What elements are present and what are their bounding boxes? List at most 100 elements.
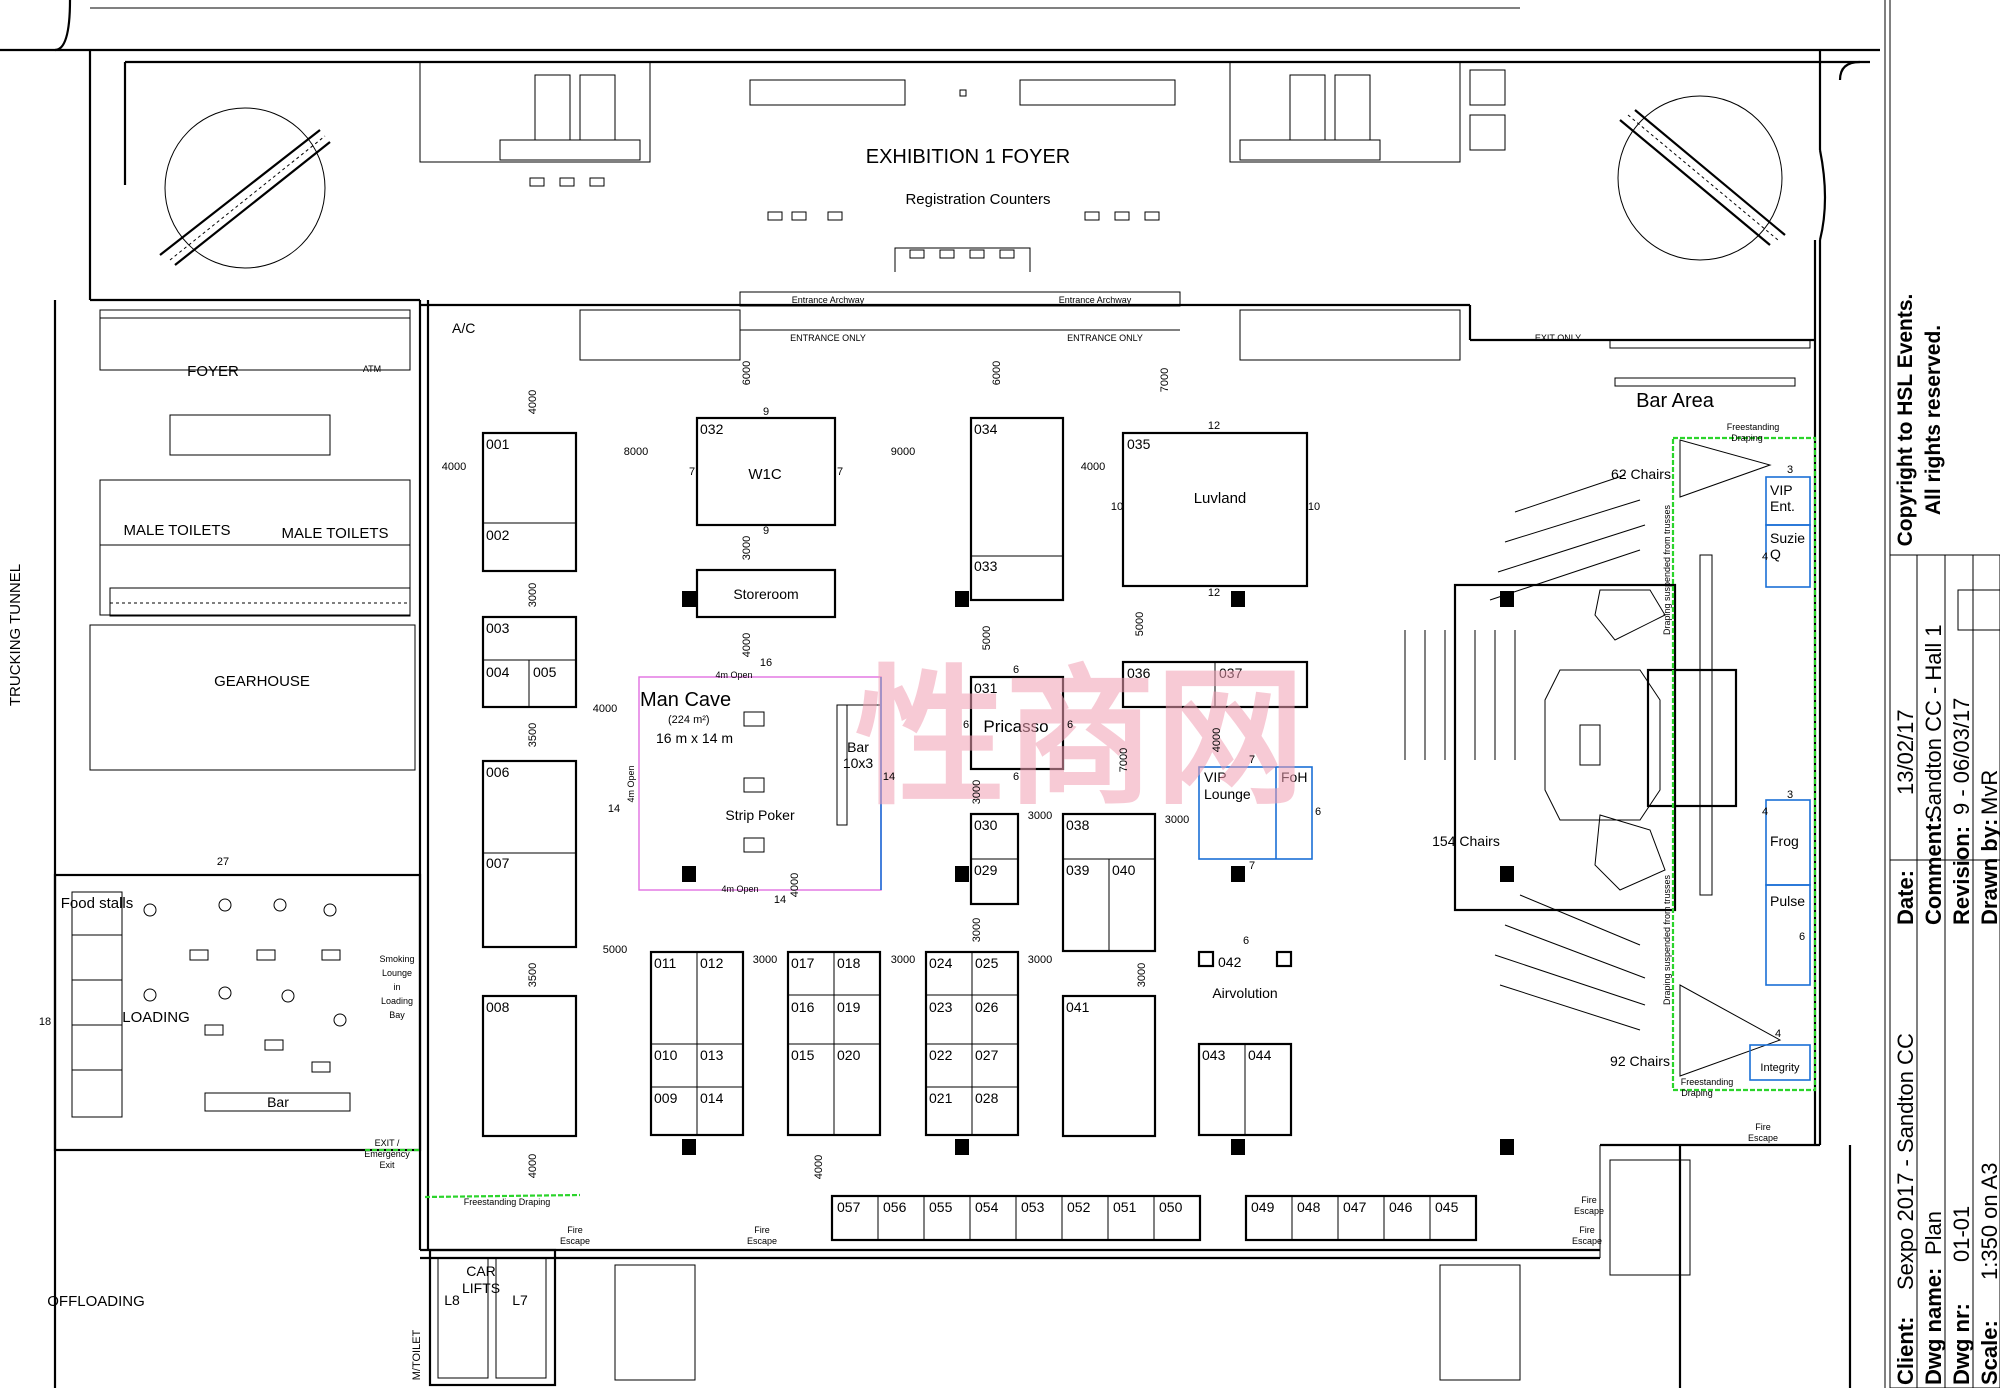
- man-cave: [638, 676, 882, 891]
- man-cave-bar-size: 10x3: [843, 755, 874, 771]
- booth-040-label: 040: [1112, 862, 1136, 878]
- booth-044-label: 044: [1248, 1047, 1272, 1063]
- registration-counters: [529, 177, 1181, 307]
- svg-text:4000: 4000: [789, 873, 801, 897]
- svg-text:7: 7: [1249, 754, 1255, 766]
- svg-text:Loading: Loading: [381, 996, 413, 1006]
- top-service-block-left: [419, 61, 651, 163]
- svg-text:6000: 6000: [741, 361, 753, 385]
- booth-002-label: 002: [486, 527, 510, 543]
- suzie-q-label-1: Suzie: [1770, 530, 1805, 546]
- svg-text:Escape: Escape: [1748, 1133, 1778, 1143]
- booth-031-label: 031: [974, 680, 998, 696]
- svg-text:6: 6: [1243, 935, 1249, 947]
- loading-area: [53, 873, 422, 1152]
- date-label: Date:: [1893, 870, 1918, 925]
- stage-area: [1453, 554, 1738, 912]
- building-outline: [0, 0, 1880, 1388]
- svg-text:16: 16: [760, 657, 772, 669]
- booth-050-label: 050: [1159, 1199, 1183, 1215]
- entrance-strip: [579, 309, 1461, 361]
- dim-loading-width: 27: [217, 856, 229, 868]
- car-lifts: [428, 1248, 557, 1387]
- svg-text:4000: 4000: [741, 633, 753, 657]
- chairs-62-label: 62 Chairs: [1611, 466, 1671, 482]
- svg-text:10: 10: [1308, 501, 1320, 513]
- svg-text:4: 4: [1762, 806, 1768, 818]
- booth-036-label: 036: [1127, 665, 1151, 681]
- booth-034-label: 034: [974, 421, 998, 437]
- booth-006-label: 006: [486, 764, 510, 780]
- car-lifts-label-1: CAR: [466, 1263, 496, 1279]
- male-toilets-left-label: MALE TOILETS: [124, 522, 231, 539]
- vip-ent-label-2: Ent.: [1770, 498, 1795, 514]
- exit-only-label: EXIT ONLY: [1535, 333, 1581, 343]
- exhibition-foyer-label: EXHIBITION 1 FOYER: [866, 146, 1070, 168]
- trucking-tunnel-label: TRUCKING TUNNEL: [7, 564, 24, 706]
- booth-042-label: 042: [1218, 954, 1242, 970]
- booth-043-label: 043: [1202, 1047, 1226, 1063]
- draping-right: [1671, 436, 1817, 1092]
- svg-text:3: 3: [1787, 789, 1793, 801]
- booth-018-label: 018: [837, 955, 861, 971]
- client-label: Client:: [1893, 1317, 1918, 1385]
- chairs-154-label: 154 Chairs: [1432, 833, 1500, 849]
- right-blue-booths: [1749, 476, 1811, 1081]
- revision-label: Revision:: [1949, 826, 1974, 925]
- svg-text:12: 12: [1208, 420, 1220, 432]
- booth-055-label: 055: [929, 1199, 953, 1215]
- svg-text:8000: 8000: [624, 446, 648, 458]
- svg-text:Smoking: Smoking: [379, 954, 414, 964]
- booth-019-label: 019: [837, 999, 861, 1015]
- svg-text:6000: 6000: [991, 361, 1003, 385]
- svg-text:4: 4: [1775, 1028, 1781, 1040]
- booth-007-label: 007: [486, 855, 510, 871]
- booth-045-label: 045: [1435, 1199, 1459, 1215]
- registration-counters-label: Registration Counters: [905, 191, 1050, 208]
- svg-text:3000: 3000: [1136, 963, 1148, 987]
- offloading-label: OFFLOADING: [47, 1293, 145, 1310]
- svg-text:14: 14: [774, 894, 786, 906]
- svg-text:3000: 3000: [1165, 814, 1189, 826]
- booth-033-label: 033: [974, 558, 998, 574]
- strip-poker-label: Strip Poker: [725, 807, 795, 823]
- svg-text:12: 12: [1208, 587, 1220, 599]
- entrance-only-right-label: ENTRANCE ONLY: [1067, 333, 1143, 343]
- booth-046-label: 046: [1389, 1199, 1413, 1215]
- booth-015-label: 015: [791, 1047, 815, 1063]
- svg-text:Bay: Bay: [389, 1010, 405, 1020]
- m-toilet-label: M/TOILET: [411, 1329, 423, 1380]
- booth-038-label: 038: [1066, 817, 1090, 833]
- freestanding-top-label-2: Draping: [1731, 433, 1763, 443]
- car-lifts-label-2: LIFTS: [462, 1280, 500, 1296]
- lift-l8-label: L8: [444, 1292, 460, 1308]
- svg-text:6: 6: [1013, 664, 1019, 676]
- booth-054-label: 054: [975, 1199, 999, 1215]
- svg-text:5000: 5000: [603, 944, 627, 956]
- fire-escape-labels: Fire Escape Fire Escape Fire Escape Fire…: [560, 1122, 1778, 1246]
- booth-020-label: 020: [837, 1047, 861, 1063]
- man-cave-size: 16 m x 14 m: [656, 730, 733, 746]
- chairs-92-label: 92 Chairs: [1610, 1053, 1670, 1069]
- integrity-label: Integrity: [1760, 1062, 1800, 1074]
- pillars: [682, 591, 1514, 1155]
- svg-text:4000: 4000: [593, 703, 617, 715]
- dwg-name-value: Plan: [1921, 1211, 1946, 1255]
- scale-value: 1:350 on A3: [1977, 1163, 2000, 1280]
- watermark: 性商网: [855, 654, 1305, 822]
- svg-text:Escape: Escape: [1572, 1236, 1602, 1246]
- w1c-label: W1C: [748, 466, 782, 483]
- booth-024-label: 024: [929, 955, 953, 971]
- revision-value: 9 - 06/03/17: [1949, 698, 1974, 815]
- booth-037-label: 037: [1219, 665, 1243, 681]
- food-stalls-label: Food stalls: [61, 895, 134, 912]
- svg-text:Fire: Fire: [754, 1225, 770, 1235]
- suzie-q-label-2: Q: [1770, 546, 1781, 562]
- svg-text:4000: 4000: [1081, 461, 1105, 473]
- booth-052-label: 052: [1067, 1199, 1091, 1215]
- svg-text:4: 4: [1762, 551, 1768, 563]
- booth-041-label: 041: [1066, 999, 1090, 1015]
- svg-text:7: 7: [1249, 860, 1255, 872]
- airvolution-label: Airvolution: [1212, 985, 1277, 1001]
- bottom-stairs: [614, 1159, 1691, 1381]
